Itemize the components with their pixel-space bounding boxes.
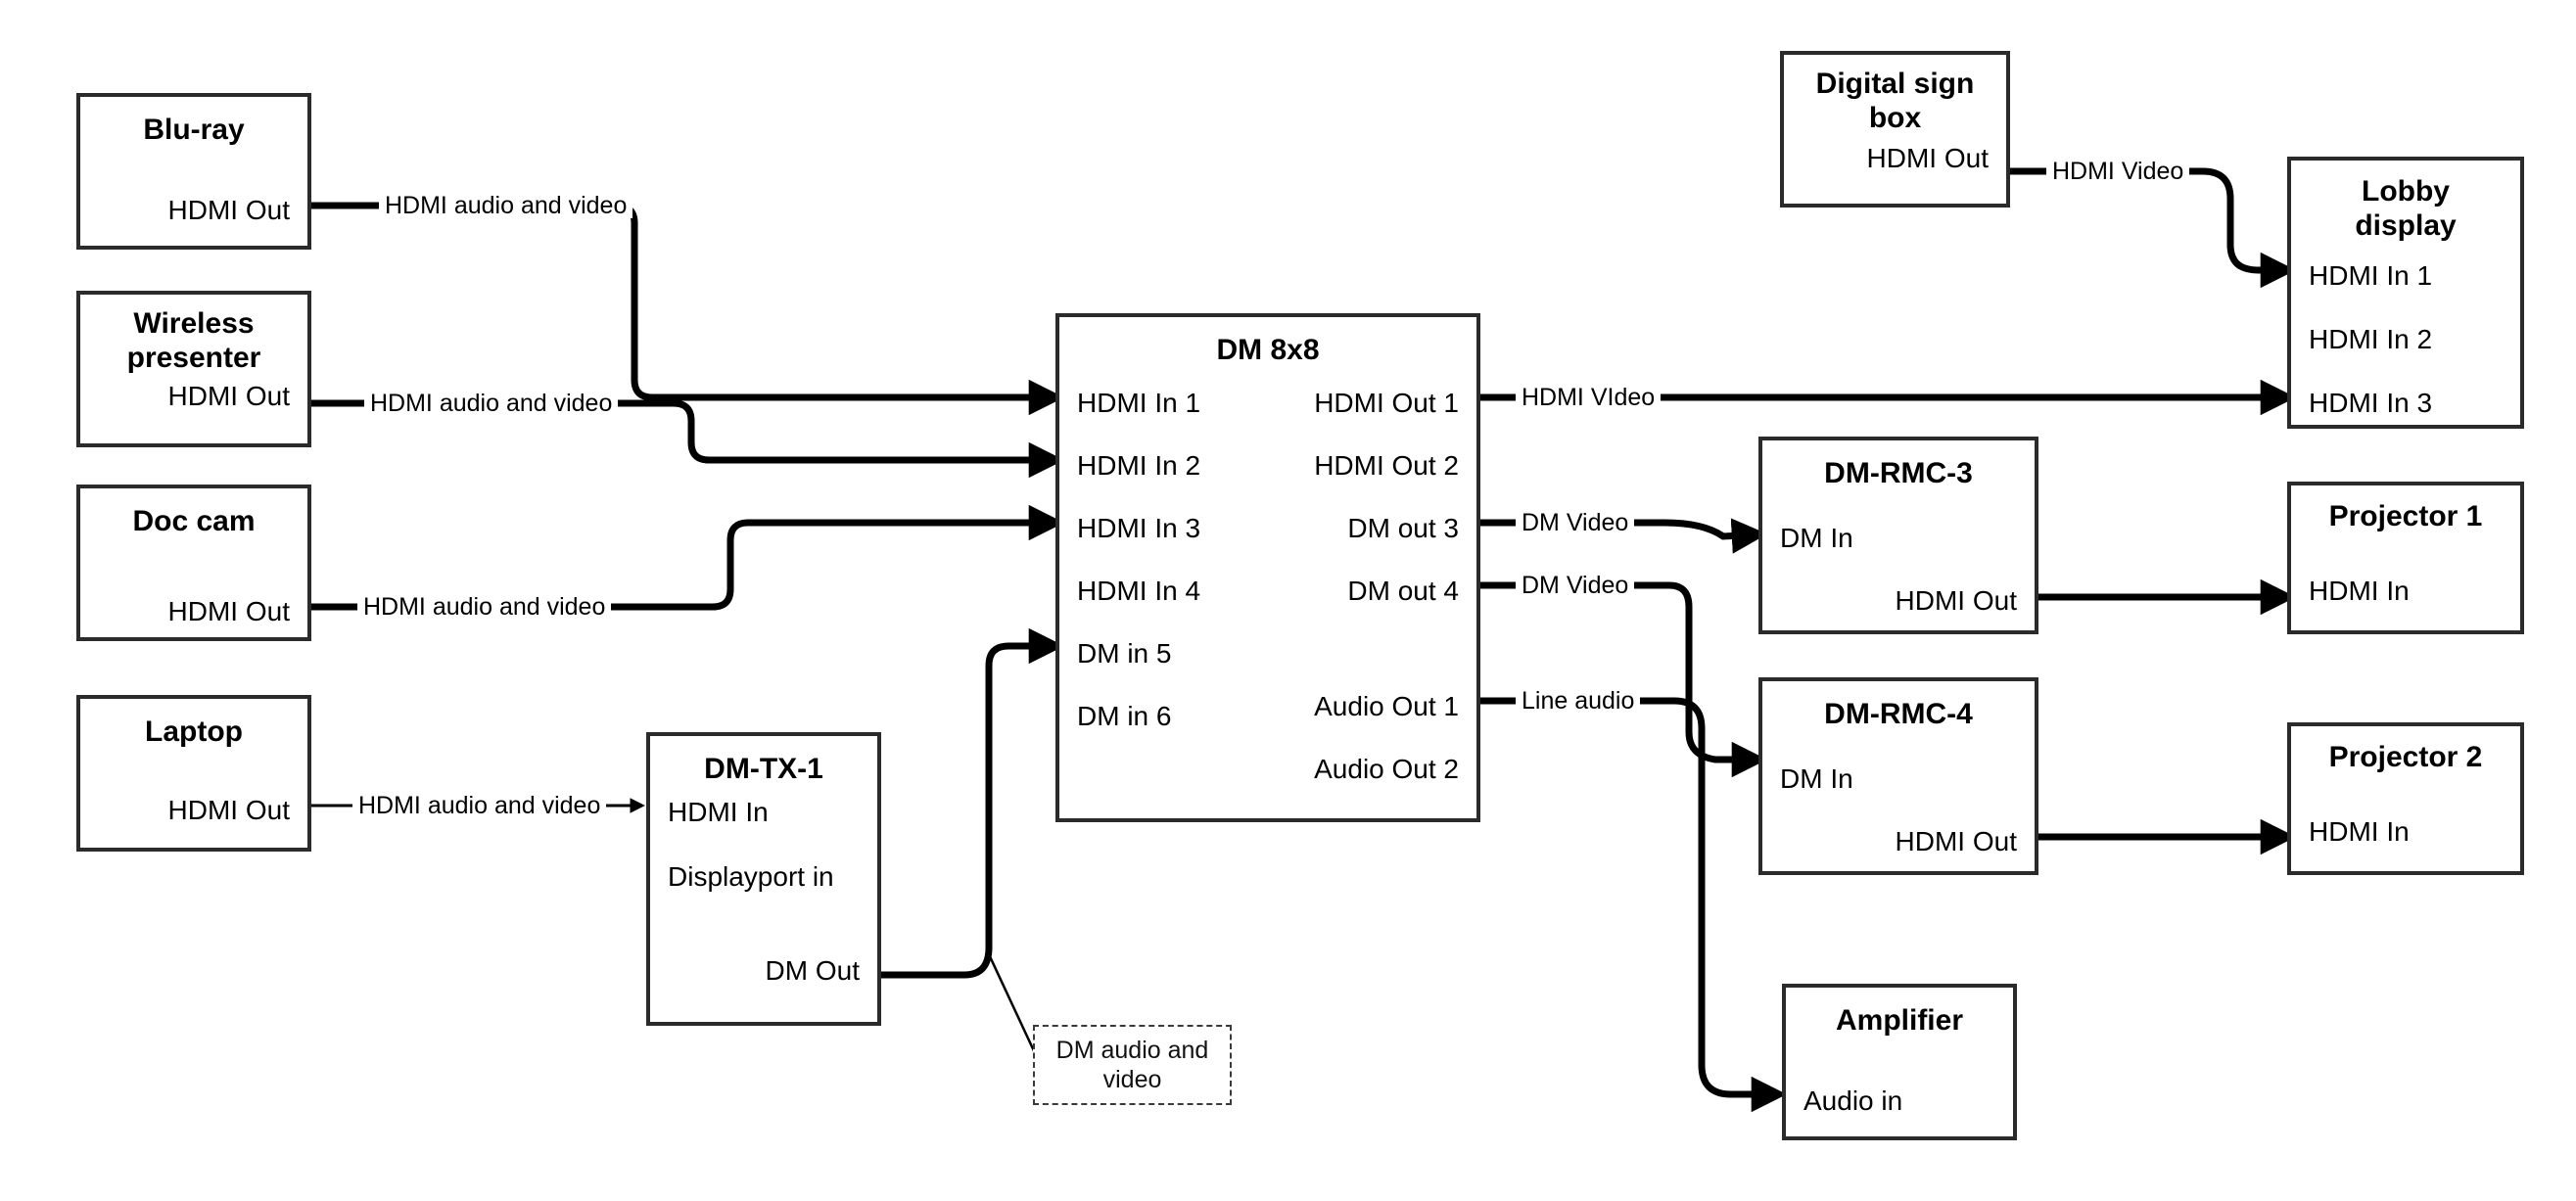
annotation-dm-audio-and-video-text: DM audio and video (1055, 1037, 1209, 1093)
device-dm-8x8-input-dm-in-5: DM in 5 (1077, 638, 1172, 669)
device-dm-rmc-4-title: DM-RMC-4 (1824, 698, 1973, 730)
wire-label-dm-video-rmc3: DM Video (1516, 511, 1635, 535)
device-dm-8x8-input-hdmi-in-3: HDMI In 3 (1077, 513, 1201, 543)
wire-label-laptop: HDMI audio and video (352, 794, 607, 818)
device-laptop[interactable]: Laptop HDMI Out (76, 695, 311, 852)
device-doc-cam[interactable]: Doc cam HDMI Out (76, 485, 311, 641)
device-dm-8x8-output-hdmi-out-1: HDMI Out 1 (1314, 388, 1459, 418)
device-projector-1[interactable]: Projector 1 HDMI In (2287, 482, 2524, 634)
wire-label-doccam: HDMI audio and video (357, 595, 612, 620)
device-digital-sign-box[interactable]: Digital sign box HDMI Out (1780, 51, 2010, 208)
annotation-dm-audio-and-video: DM audio and video (1033, 1025, 1232, 1105)
device-lobby-display-port-hdmi-in-1: HDMI In 1 (2309, 260, 2433, 291)
device-dm-8x8-input-hdmi-in-4: HDMI In 4 (1077, 576, 1201, 606)
device-dm-tx-1-port-displayport-in: Displayport in (668, 861, 834, 892)
device-dm-tx-1[interactable]: DM-TX-1 HDMI In Displayport in DM Out (646, 732, 881, 1026)
wire-label-line-audio: Line audio (1516, 689, 1641, 714)
device-dm-rmc-4-port-dm-in: DM In (1780, 763, 1853, 794)
wire-audioout1-to-amplifier (1480, 697, 1788, 1113)
device-bluray-port-hdmi-out: HDMI Out (167, 195, 290, 225)
device-amplifier-title: Amplifier (1835, 1004, 1964, 1037)
device-digital-sign-box-port-hdmi-out: HDMI Out (1866, 143, 1989, 173)
device-dm-8x8-title: DM 8x8 (1216, 334, 1320, 366)
device-lobby-display-title: Lobby display (2355, 175, 2457, 243)
device-laptop-port-hdmi-out: HDMI Out (167, 795, 290, 825)
device-projector-2-port-hdmi-in: HDMI In (2309, 816, 2410, 847)
device-bluray[interactable]: Blu-ray HDMI Out (76, 93, 311, 250)
device-wireless-presenter-port-hdmi-out: HDMI Out (167, 381, 290, 411)
device-dm-rmc-4-port-hdmi-out: HDMI Out (1895, 826, 2017, 856)
wire-bluray-to-dm-in1 (311, 202, 1065, 416)
device-dm-8x8-input-dm-in-6: DM in 6 (1077, 701, 1172, 731)
wire-tx1-to-dm-in5 (881, 627, 1065, 979)
wire-label-dm-video-rmc4: DM Video (1516, 574, 1635, 598)
device-dm-8x8-output-audio-out-2: Audio Out 2 (1314, 754, 1459, 784)
device-dm-rmc-3-port-dm-in: DM In (1780, 523, 1853, 553)
device-dm-8x8-output-dm-out-3: DM out 3 (1347, 513, 1459, 543)
device-dm-tx-1-port-dm-out: DM Out (765, 955, 860, 986)
device-wireless-presenter[interactable]: Wireless presenter HDMI Out (76, 291, 311, 447)
device-dm-rmc-3-title: DM-RMC-3 (1824, 457, 1973, 489)
device-amplifier-port-audio-in: Audio in (1803, 1086, 1903, 1116)
device-dm-rmc-4[interactable]: DM-RMC-4 DM In HDMI Out (1758, 677, 2038, 875)
device-wireless-presenter-title: Wireless presenter (126, 307, 261, 375)
device-dm-8x8-output-hdmi-out-2: HDMI Out 2 (1314, 450, 1459, 481)
device-laptop-title: Laptop (145, 716, 243, 748)
device-amplifier[interactable]: Amplifier Audio in (1782, 984, 2017, 1140)
device-dm-8x8[interactable]: DM 8x8 HDMI In 1 HDMI In 2 HDMI In 3 HDM… (1055, 313, 1480, 822)
device-projector-1-port-hdmi-in: HDMI In (2309, 576, 2410, 606)
device-dm-rmc-3-port-hdmi-out: HDMI Out (1895, 585, 2017, 616)
device-projector-2-title: Projector 2 (2328, 741, 2483, 773)
device-lobby-display-port-hdmi-in-2: HDMI In 2 (2309, 324, 2433, 354)
leader-dm-audio-video (987, 953, 1038, 1056)
device-dm-rmc-3[interactable]: DM-RMC-3 DM In HDMI Out (1758, 437, 2038, 634)
device-dm-tx-1-title: DM-TX-1 (704, 753, 823, 785)
device-dm-8x8-input-hdmi-in-1: HDMI In 1 (1077, 388, 1201, 418)
device-projector-2[interactable]: Projector 2 HDMI In (2287, 722, 2524, 875)
device-dm-8x8-output-audio-out-1: Audio Out 1 (1314, 691, 1459, 721)
device-projector-1-title: Projector 1 (2328, 500, 2483, 532)
device-lobby-display-port-hdmi-in-3: HDMI In 3 (2309, 388, 2433, 418)
wire-label-hdmi-video-lobby: HDMI VIdeo (1516, 386, 1662, 410)
wire-sign-to-lobby-in1 (2010, 167, 2297, 289)
wire-label-bluray: HDMI audio and video (379, 194, 633, 218)
device-dm-tx-1-port-hdmi-in: HDMI In (668, 797, 769, 827)
device-dm-8x8-output-dm-out-4: DM out 4 (1347, 576, 1459, 606)
device-doc-cam-title: Doc cam (132, 505, 256, 537)
device-dm-8x8-input-hdmi-in-2: HDMI In 2 (1077, 450, 1201, 481)
wire-dmout4-to-rmc4 (1480, 581, 1768, 778)
wire-label-wireless: HDMI audio and video (364, 392, 619, 416)
device-lobby-display[interactable]: Lobby display HDMI In 1 HDMI In 2 HDMI I… (2287, 157, 2524, 429)
device-digital-sign-box-title: Digital sign box (1815, 68, 1975, 135)
wire-label-hdmi-video-sign: HDMI Video (2046, 160, 2190, 184)
device-doc-cam-port-hdmi-out: HDMI Out (167, 596, 290, 626)
device-bluray-title: Blu-ray (143, 114, 245, 146)
